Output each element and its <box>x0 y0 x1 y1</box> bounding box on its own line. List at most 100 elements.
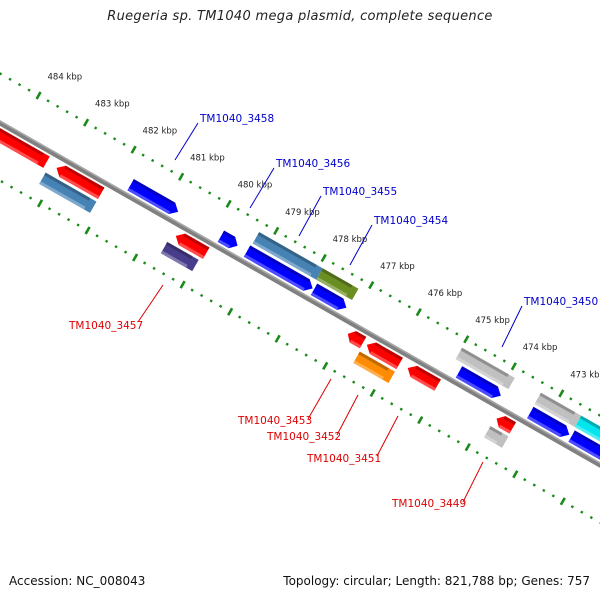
gene-bevel-bottom <box>527 415 562 437</box>
gene-feature[interactable] <box>173 230 210 259</box>
minor-tick <box>456 440 460 444</box>
minor-tick <box>569 397 573 401</box>
gene-bevel-top <box>460 347 509 377</box>
minor-tick <box>331 261 335 266</box>
gene-feature[interactable] <box>217 230 241 252</box>
gene-body <box>574 415 600 454</box>
gene-feature[interactable] <box>455 347 515 390</box>
major-tick <box>512 470 519 479</box>
major-tick <box>417 415 424 425</box>
gene-label[interactable]: TM1040_3449 <box>391 498 466 510</box>
gene-callouts: TM1040_3458TM1040_3456TM1040_3455TM1040_… <box>68 113 598 510</box>
minor-tick <box>540 380 544 385</box>
minor-tick <box>531 375 535 379</box>
minor-tick <box>588 408 592 412</box>
gene-feature[interactable] <box>252 232 323 280</box>
backbone-line <box>0 21 600 600</box>
gene-bevel-bottom <box>59 174 100 199</box>
gene-feature[interactable] <box>527 406 572 441</box>
gene-bevel-bottom <box>568 439 600 465</box>
gene-bevel-top <box>44 172 91 201</box>
gene-label[interactable]: TM1040_3450 <box>523 296 598 308</box>
gene-feature[interactable] <box>353 351 395 383</box>
major-tick <box>415 308 422 317</box>
gene-feature[interactable] <box>568 430 600 467</box>
gene-feature[interactable] <box>127 179 181 217</box>
gene-feature[interactable] <box>534 392 582 428</box>
gene-feature[interactable] <box>345 328 367 349</box>
major-tick <box>131 253 139 262</box>
gene-bevel-bottom <box>534 401 571 424</box>
gene-bevel-bottom <box>310 292 339 310</box>
scale-tick-label: 480 kbp <box>238 181 273 191</box>
gene-feature[interactable] <box>0 82 50 168</box>
minor-tick <box>379 288 383 293</box>
minor-tick <box>361 385 365 390</box>
minor-tick <box>390 402 394 406</box>
major-tick <box>130 145 137 154</box>
major-tick <box>322 361 329 371</box>
gene-bevel-top <box>488 426 503 436</box>
gene-feature[interactable] <box>243 245 316 294</box>
gene-label[interactable]: TM1040_3456 <box>275 158 350 170</box>
minor-tick <box>494 461 498 466</box>
gene-body <box>534 392 582 428</box>
gene-bevel-top <box>257 232 317 268</box>
gene-feature[interactable] <box>160 241 199 272</box>
outer-scale-ticks <box>0 72 600 417</box>
minor-tick <box>284 234 288 238</box>
gene-bevel-bottom <box>410 374 436 391</box>
gene-label[interactable]: TM1040_3457 <box>68 320 143 332</box>
gene-label[interactable]: TM1040_3458 <box>199 113 274 125</box>
gene-label[interactable]: TM1040_3451 <box>306 453 381 465</box>
gene-label[interactable]: TM1040_3455 <box>322 186 397 198</box>
gene-feature[interactable] <box>404 362 441 391</box>
minor-tick <box>436 321 440 325</box>
gene-body <box>243 245 313 291</box>
backbone-highlight <box>0 21 600 600</box>
gene-feature[interactable] <box>484 426 509 448</box>
minor-tick <box>352 380 356 384</box>
minor-tick <box>485 456 489 460</box>
minor-tick <box>189 180 193 184</box>
gene-bevel-bottom <box>217 239 231 249</box>
gene-bevel-bottom <box>160 250 188 268</box>
minor-tick <box>532 483 536 487</box>
major-tick <box>320 253 327 263</box>
gene-bevel-bottom <box>349 339 362 349</box>
gene-body <box>316 268 359 301</box>
gene-label[interactable]: TM1040_3454 <box>373 215 448 227</box>
major-tick <box>274 334 281 343</box>
gene-feature[interactable] <box>574 415 600 454</box>
minor-tick <box>483 348 487 352</box>
gene-bevel-bottom <box>484 434 498 445</box>
minor-tick <box>170 169 174 173</box>
minor-tick <box>199 293 204 298</box>
minor-tick <box>28 196 33 200</box>
gene-bevel-top <box>354 331 367 340</box>
gene-feature[interactable] <box>316 268 359 301</box>
gene-bevel-bottom <box>369 351 398 370</box>
minor-tick <box>257 326 261 330</box>
major-tick <box>369 388 376 398</box>
accession-text: Accession: NC_008043 <box>9 574 146 588</box>
gene-body <box>310 283 347 310</box>
minor-tick <box>238 315 242 319</box>
minor-tick <box>142 261 147 265</box>
gene-bevel-top <box>374 342 403 361</box>
callout-line <box>174 122 199 161</box>
gene-feature[interactable] <box>310 283 350 314</box>
gene-bevel-top <box>460 366 498 390</box>
gene-feature[interactable] <box>39 172 97 213</box>
minor-tick <box>578 402 582 406</box>
gene-label[interactable]: TM1040_3453 <box>237 415 312 427</box>
gene-feature[interactable] <box>53 162 105 199</box>
gene-feature[interactable] <box>364 339 403 370</box>
gene-feature[interactable] <box>455 366 504 401</box>
gene-feature[interactable] <box>493 413 516 434</box>
gene-bevel-top <box>539 392 576 415</box>
gene-bevel-top <box>0 82 44 156</box>
gene-label[interactable]: TM1040_3452 <box>266 431 341 443</box>
